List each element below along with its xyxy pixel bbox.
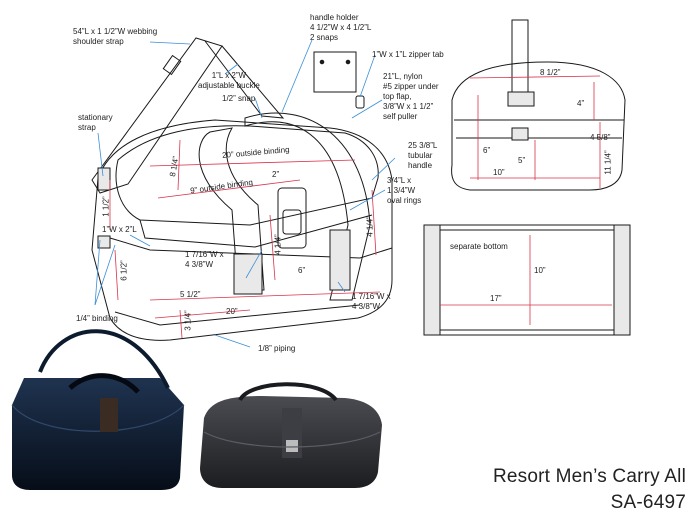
zipper-label: 21”L, nylon #5 zipper under top flap, 3/… [383,72,439,121]
dim-side-right-4-5-8: 4 5/8” [590,133,611,142]
binding-label: 1/4” binding [76,314,118,323]
adjustable-buckle-label: 1”L x 2”W adjustable buckle [198,71,260,90]
photo-gray-bag [200,382,382,488]
strap-right-label: 1 7/16”W x 4 3/8”W [352,292,391,311]
buckle-tab [277,187,307,249]
dim-left-6-1-2: 6 1/2” [119,260,129,281]
zipper-tab-label: 1”W x 1”L zipper tab [372,50,444,59]
shoulder-strap-label: 54”L x 1 1/2”W webbing shoulder strap [73,27,158,46]
dim-side-bottom-10: 10” [493,168,505,177]
stationary-strap-label: stationary strap [78,113,113,132]
bag-body [91,119,393,341]
main-dimension-lines [109,139,381,339]
callout-leaders [94,39,396,348]
small-tab-label: 1”W x 2”L [102,225,137,234]
bottom-view-drawing [423,224,631,336]
dim-right-4-1-4: 4 1/4” [365,216,375,237]
main-bag-drawing [91,37,393,341]
adjustable-buckle [162,54,182,76]
dim-front-6: 6” [298,266,306,275]
strap-left-label: 1 7/16”W x 4 3/8”W [185,250,224,269]
dim-side-top-8-1-2: 8 1/2” [540,68,561,77]
product-name: Resort Men’s Carry All [492,466,686,487]
dim-side-right-11-1-4: 11 1/4” [603,150,613,175]
snap-label: 1/2” snap [222,94,256,103]
dim-side-left-6: 6” [483,146,491,155]
handle-holder [313,51,357,93]
tubular-handle-label: 25 3/8”L tubular handle [408,141,438,170]
bottom-view-dimension-lines [440,235,612,325]
shoulder-strap [91,37,223,194]
dim-bottom-5-1-2: 5 1/2” [180,290,201,299]
dim-bottom-20: 20” [226,307,238,316]
handle-right [244,112,371,301]
product-code: SA-6497 [610,492,686,513]
side-view-dimension-lines [469,75,601,188]
zipper-pull [355,95,365,109]
handle-holder-label: handle holder 4 1/2”W x 4 1/2”L 2 snaps [310,13,372,42]
dim-side-center-5: 5” [518,156,526,165]
oval-rings-label: 3/4”L x 1 3/4”W oval rings [387,176,422,205]
piping-label: 1/8” piping [258,344,296,353]
side-view-drawing [451,19,626,191]
dim-side-right-4: 4” [577,99,585,108]
dim-bottom-view-10: 10” [534,266,546,275]
photo-navy-bag [11,329,185,490]
dim-front-4-1-4: 4 1/4” [273,234,283,255]
dim-bottom-3-1-4: 3 1/4” [183,310,193,331]
dim-bottom-view-17: 17” [490,294,502,303]
dim-left-1-1-2: 1 1/2” [101,196,111,217]
top-flap [115,125,379,226]
dim-flap-2: 2” [272,170,280,179]
separate-bottom-label: separate bottom [450,242,508,251]
